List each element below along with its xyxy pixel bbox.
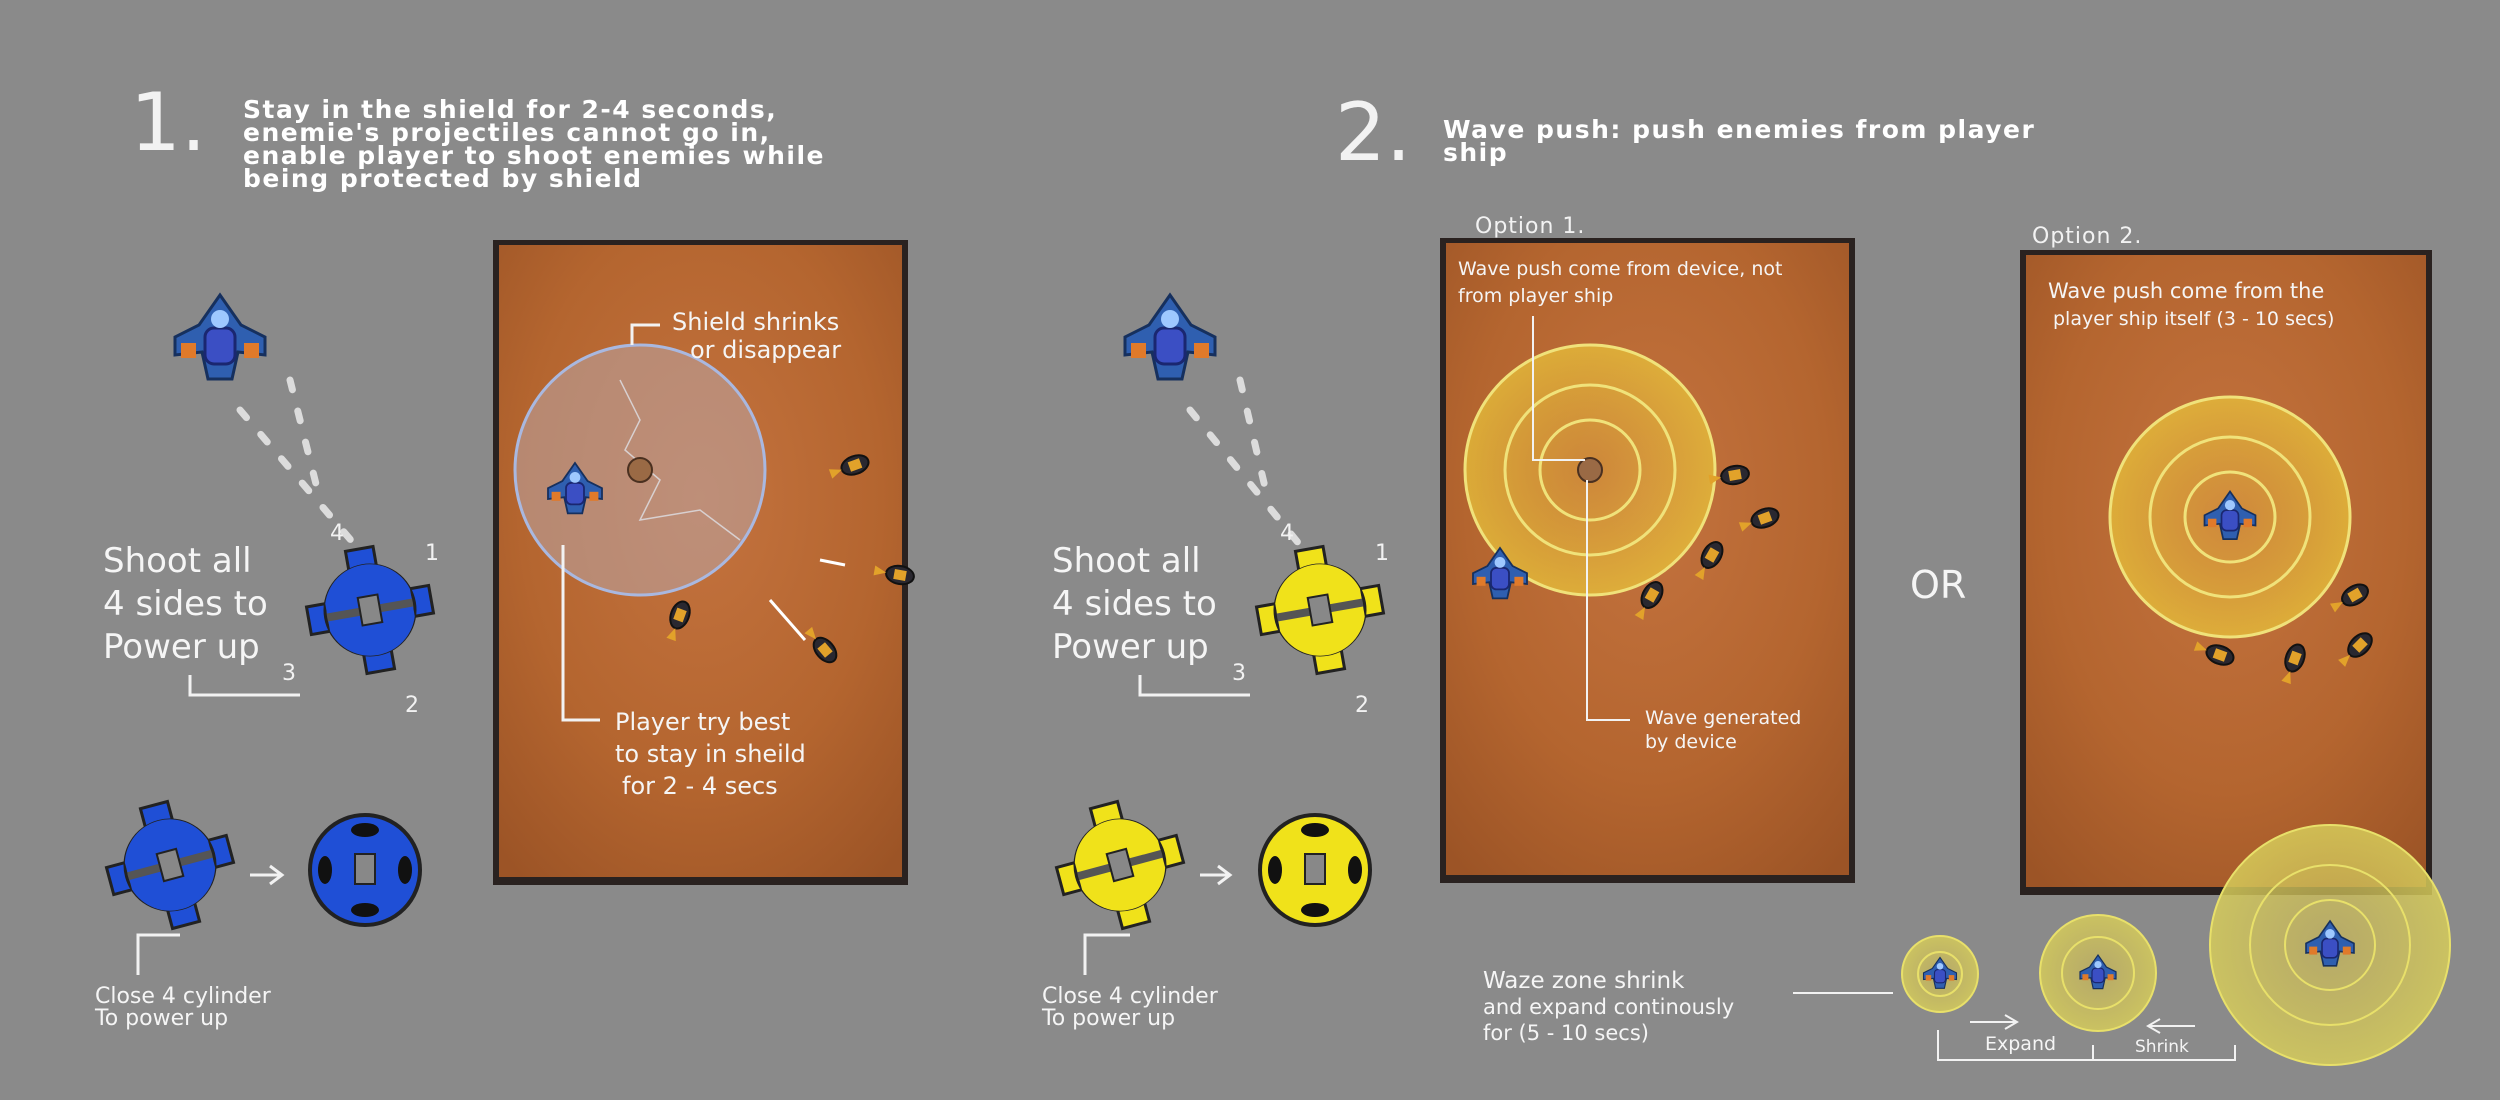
shoot-note-line-3: Power up	[103, 627, 260, 667]
option-2-note-line-1: Wave push come from the	[2048, 279, 2324, 303]
device-top-icon	[627, 457, 653, 483]
option-2-note-line-2: player ship itself (3 - 10 secs)	[2053, 308, 2334, 330]
expand-label: Expand	[1985, 1033, 2056, 1055]
option-1-note-line-1: Wave push come from device, not	[1458, 258, 1782, 280]
section-2-arrow-icon	[1200, 864, 1233, 886]
closed-orb-icon	[308, 813, 422, 927]
section-2-number: 2.	[1335, 86, 1411, 179]
cylinder-label-3: 3	[282, 661, 297, 686]
section-2-player-ship-icon	[1123, 293, 1217, 381]
player-ship-icon	[173, 293, 267, 381]
section-1-heading-line-3: enable player to shoot enemies while	[243, 141, 825, 170]
section-2-heading-line-2: ship	[1443, 138, 1508, 167]
section-2-shoot-note-line-3: Power up	[1052, 627, 1209, 667]
shield-note-line-1: Shield shrinks	[672, 308, 839, 336]
wave-device-icon	[1246, 536, 1394, 684]
cylinder-label-2: 2	[405, 693, 420, 718]
or-label: OR	[1910, 563, 1966, 607]
shield-crack	[619, 379, 741, 541]
section-2-shoot-note-line-1: Shoot all	[1052, 541, 1201, 581]
shrink-label: Shrink	[2135, 1037, 2189, 1057]
zone-note-line-2: and expand continously	[1483, 995, 1734, 1019]
section-2-cylinder-label-4: 4	[1280, 521, 1295, 546]
player-note-line-1: Player try best	[615, 708, 790, 736]
section-1: 1. Stay in the shield for 2-4 seconds, e…	[92, 76, 917, 1031]
zone-note-line-3: for (5 - 10 secs)	[1483, 1021, 1649, 1045]
zone-note-line-1: Waze zone shrink	[1483, 968, 1685, 994]
close-note-leader	[136, 933, 180, 975]
option-1-note-line-2: from player ship	[1458, 285, 1613, 307]
section-2-cylinder-label-2: 2	[1355, 693, 1370, 718]
ship-trail-2	[286, 376, 324, 504]
option-1-label: Option 1.	[1475, 214, 1585, 239]
close-note-line-1: Close 4 cylinder	[95, 984, 272, 1009]
shield-note-leader	[630, 323, 660, 345]
cylinder-label-1: 1	[425, 541, 440, 566]
section-2-close-note-leader	[1083, 933, 1130, 975]
shield-note-line-2: or disappear	[690, 336, 841, 364]
section-1-heading-line-1: Stay in the shield for 2-4 seconds,	[243, 95, 777, 124]
shrink-arrow-icon	[2146, 1018, 2195, 1034]
section-2-open-device-icon	[1042, 787, 1198, 943]
ship-wave-middle	[2148, 435, 2312, 599]
section-2-cylinder-label-3: 3	[1232, 661, 1247, 686]
section-2-close-note-line-2: To power up	[1041, 1006, 1175, 1031]
option-1-note-leader	[1532, 316, 1585, 461]
arrow-icon	[250, 864, 285, 886]
zone-medium-ring	[2061, 936, 2135, 1010]
ship-trail	[236, 406, 359, 549]
option-2-label: Option 2.	[2032, 224, 2142, 249]
wave-note-leader	[1586, 480, 1630, 721]
section-2-heading-line-1: Wave push: push enemies from player	[1443, 115, 2035, 144]
open-device-icon	[92, 787, 248, 943]
option-1-device-icon	[1577, 457, 1603, 483]
section-1-heading-line-2: enemie's projectiles cannot go in,	[243, 118, 771, 147]
zone-small-ring	[1917, 951, 1963, 997]
shoot-note-line-2: 4 sides to	[103, 584, 268, 624]
section-2: 2. Wave push: push enemies from player s…	[1041, 86, 2451, 1066]
section-1-heading-line-4: being protected by shield	[243, 164, 643, 193]
wave-note-line-2: by device	[1645, 731, 1737, 753]
wave-note-line-1: Wave generated	[1645, 707, 1801, 729]
player-note-leader	[561, 545, 600, 722]
cylinder-label-4: 4	[330, 521, 345, 546]
player-note-line-3: for 2 - 4 secs	[622, 772, 778, 800]
shoot-note-bracket	[188, 675, 300, 697]
section-2-shoot-note-bracket	[1138, 675, 1250, 697]
device-wave-middle	[1503, 383, 1677, 557]
section-2-ship-trail-2	[1236, 376, 1272, 504]
shield-device-icon	[296, 536, 444, 684]
projectile-streaks	[768, 558, 846, 641]
section-2-shoot-note-line-2: 4 sides to	[1052, 584, 1217, 624]
cycle-bracket	[1937, 1030, 2236, 1061]
section-2-close-note-line-1: Close 4 cylinder	[1042, 984, 1219, 1009]
section-2-ship-trail	[1186, 406, 1304, 549]
player-note-line-2: to stay in sheild	[615, 740, 806, 768]
section-1-number: 1.	[130, 76, 206, 169]
device-wave-inner	[1538, 418, 1642, 522]
section-2-cylinder-label-1: 1	[1375, 541, 1390, 566]
shoot-note-line-1: Shoot all	[103, 541, 252, 581]
expand-arrow-icon	[1970, 1014, 2019, 1030]
close-note-line-2: To power up	[94, 1006, 228, 1031]
ship-wave-inner	[2183, 470, 2277, 564]
zone-large-ring-1	[2249, 864, 2411, 1026]
zone-large-ring-2	[2284, 899, 2376, 991]
section-2-closed-orb-icon	[1258, 813, 1372, 927]
